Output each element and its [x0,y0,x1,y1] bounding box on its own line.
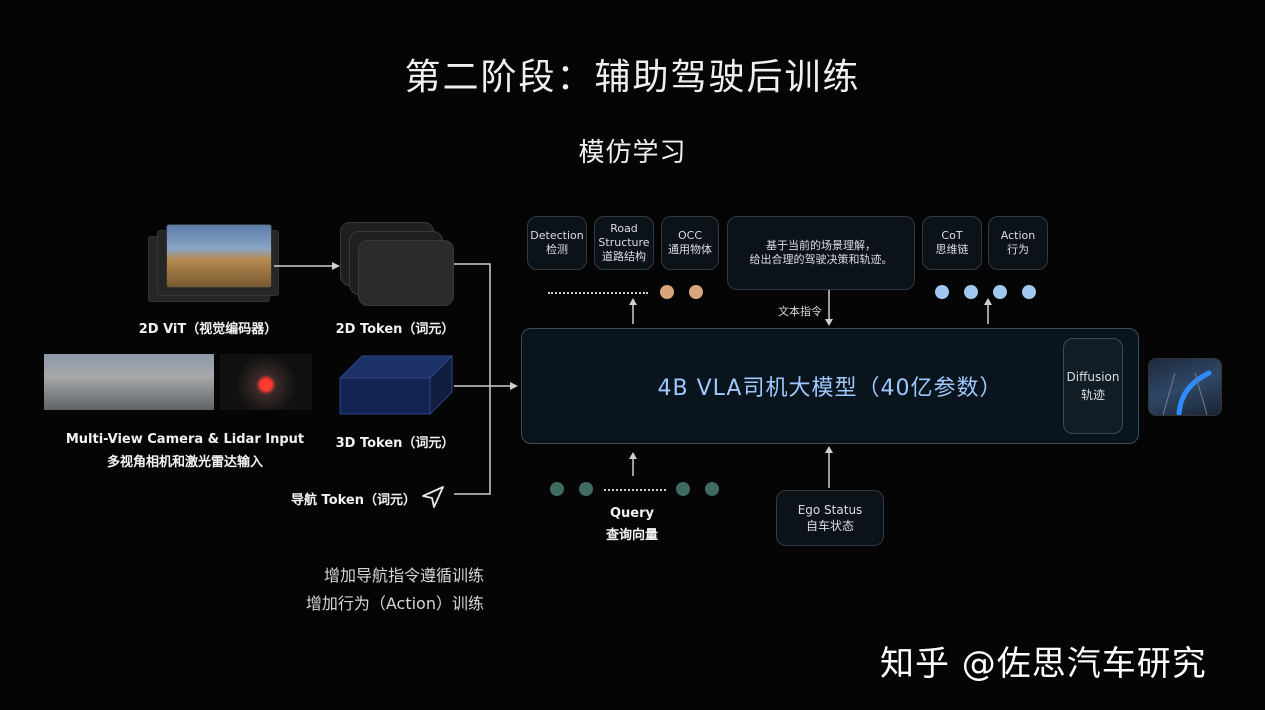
navigation-arrow-icon [422,486,444,508]
arrow-down-reasoning [825,290,833,326]
output-token-blue-4 [1022,285,1036,299]
output-road-structure: Road Structure 道路结构 [594,216,654,270]
detection-en: Detection [530,229,584,242]
output-action: Action 行为 [988,216,1048,270]
output-detection: Detection 检测 [527,216,587,270]
output-token-blue-1 [935,285,949,299]
query-token-1 [550,482,564,496]
arrow-up-right-outputs [984,298,992,324]
camera-label-en: Multi-View Camera & Lidar Input [65,432,305,447]
road-zh: 道路结构 [602,250,646,263]
trajectory-image [1148,358,1222,416]
road-en-1: Road [610,222,638,235]
nav-token-label: 导航 Token（词元） [291,493,416,508]
query-token-3 [676,482,690,496]
arrow-up-query [629,452,637,476]
output-token-blue-3 [993,285,1007,299]
action-zh: 行为 [1007,243,1029,256]
vla-model-label: 4B VLA司机大模型（40亿参数） [657,376,1003,401]
query-token-dots [604,489,666,491]
diffusion-zh: 轨迹 [1080,388,1105,402]
note-navigation-training: 增加导航指令遵循训练 [323,566,484,585]
arrow-up-left-outputs [629,298,637,324]
section-subtitle: 模仿学习 [578,138,687,168]
output-token-blue-2 [964,285,978,299]
reasoning-line-1: 基于当前的场景理解， [766,239,876,252]
detection-zh: 检测 [546,243,568,256]
cot-zh: 思维链 [935,243,969,256]
output-cot: CoT 思维链 [922,216,982,270]
trajectory-path-icon [1162,370,1212,416]
output-token-orange-2 [689,285,703,299]
text-instruction-label: 文本指令 [778,305,822,318]
diffusion-en: Diffusion [1066,370,1120,384]
diffusion-box: Diffusion 轨迹 [1063,338,1123,434]
query-label-en: Query [609,506,654,521]
ego-status-box: Ego Status 自车状态 [776,490,884,546]
query-label-zh: 查询向量 [605,528,658,543]
occ-en: OCC [677,229,703,242]
output-token-orange-1 [660,285,674,299]
reasoning-line-2: 给出合理的驾驶决策和轨迹。 [749,253,893,266]
vla-model-box [521,328,1139,444]
multi-view-camera-image [44,354,214,410]
query-token-2 [579,482,593,496]
arrow-vit-to-token [274,262,340,270]
ego-zh: 自车状态 [805,519,854,533]
output-occ: OCC 通用物体 [661,216,719,270]
token3d-label: 3D Token（词元） [335,436,455,451]
output-reasoning: 基于当前的场景理解， 给出合理的驾驶决策和轨迹。 [727,216,915,290]
page-title: 第二阶段：辅助驾驶后训练 [404,57,861,98]
token3d-box [338,354,454,416]
input-bracket [454,263,518,495]
occ-zh: 通用物体 [668,243,712,256]
road-en-2: Structure [598,236,650,249]
vit-label: 2D ViT（视觉编码器） [138,322,278,337]
note-action-training: 增加行为（Action）训练 [305,594,484,613]
watermark: 知乎 @佐思汽车研究 [880,644,1207,684]
camera-image-front [166,224,272,288]
arrow-up-ego [825,446,833,488]
query-token-4 [705,482,719,496]
output-token-dots-left [548,292,648,294]
lidar-image [220,354,312,410]
ego-en: Ego Status [797,503,863,517]
cot-en: CoT [941,229,963,242]
action-en: Action [1000,229,1036,242]
token2d-label: 2D Token（词元） [335,322,455,337]
camera-label-zh: 多视角相机和激光雷达输入 [106,455,263,470]
token2d-card-front [358,240,454,306]
